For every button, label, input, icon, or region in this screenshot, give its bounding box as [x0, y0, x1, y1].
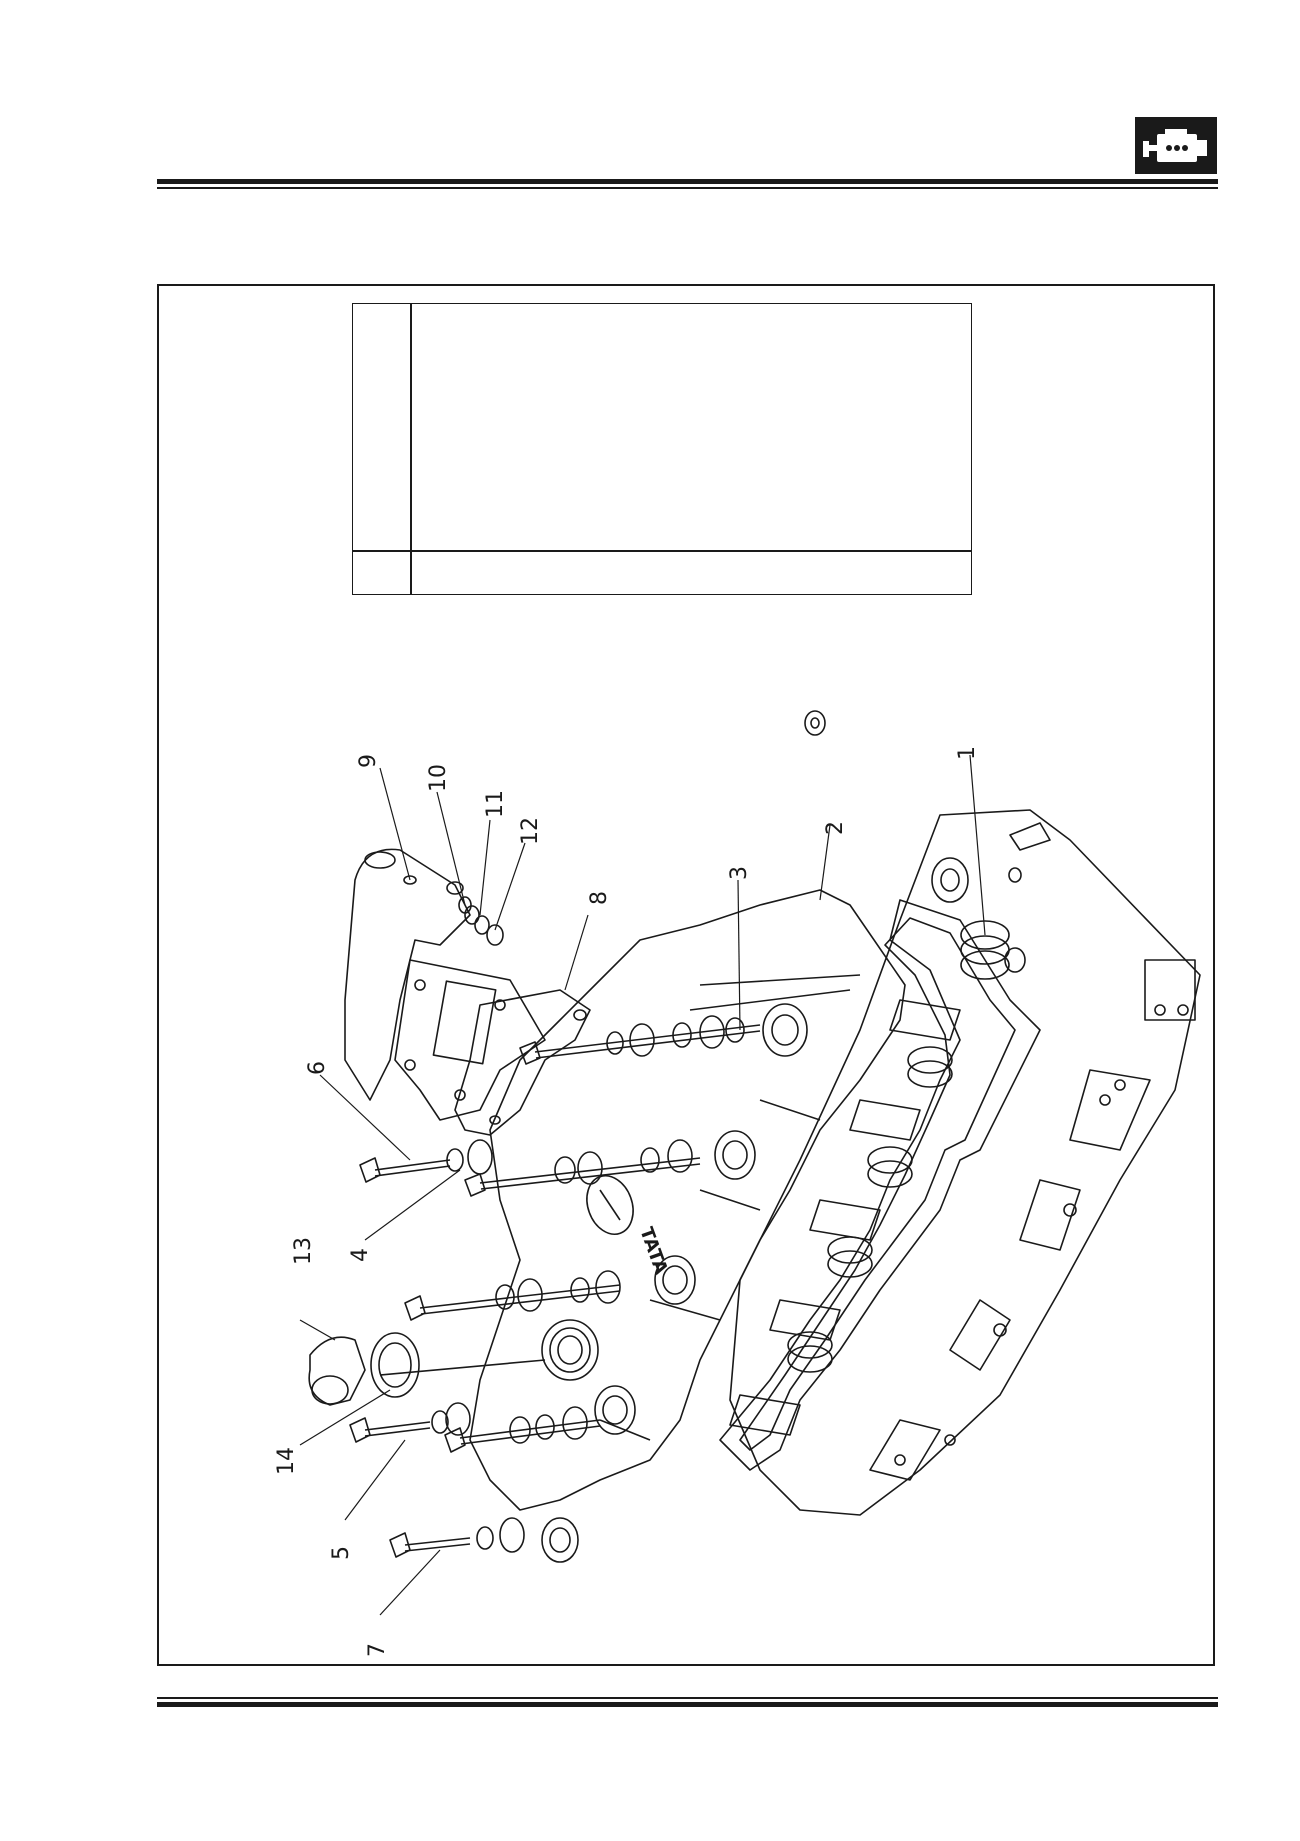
callout-6: 6 — [305, 1061, 330, 1075]
cylinder-head — [729, 809, 1201, 1516]
callout-3: 3 — [727, 866, 752, 880]
callout-numbers: 1 2 3 4 5 6 7 8 9 10 11 12 13 14 TATA — [274, 746, 980, 1657]
callout-7: 7 — [365, 1643, 390, 1657]
callout-2: 2 — [823, 821, 848, 835]
callout-14: 14 — [274, 1447, 299, 1475]
table-row-divider — [353, 550, 971, 552]
table-column-divider — [410, 304, 412, 594]
callout-5: 5 — [329, 1546, 354, 1560]
engine-logo — [1135, 117, 1217, 174]
bolt-row-1 — [519, 1015, 761, 1065]
emblem-text: TATA — [635, 1225, 671, 1278]
callout-4: 4 — [348, 1248, 373, 1262]
oil-filler-cap — [308, 1336, 366, 1406]
note-table — [352, 303, 972, 595]
filler-seal — [370, 1332, 546, 1398]
footer-rule-thin — [157, 1697, 1218, 1699]
exhaust-elbow — [344, 848, 546, 1121]
figure-frame — [157, 284, 1215, 1666]
bolt-row-2 — [359, 1139, 701, 1197]
bolt-row-3 — [404, 1270, 621, 1321]
callout-10: 10 — [426, 764, 451, 792]
leader-lines — [299, 754, 986, 1616]
manifold-body — [469, 889, 906, 1563]
engine-icon — [1143, 129, 1207, 162]
bolt-row-4 — [349, 1402, 601, 1453]
callout-11: 11 — [483, 790, 508, 818]
exhaust-gasket — [454, 989, 591, 1136]
header-rule-thick — [157, 179, 1218, 184]
callout-8: 8 — [587, 891, 612, 905]
elbow-fittings — [458, 896, 504, 946]
callout-13: 13 — [291, 1237, 316, 1265]
callout-1: 1 — [955, 746, 980, 760]
bolt-row-5 — [389, 1517, 525, 1558]
tata-emblem — [586, 1175, 634, 1235]
footer-rule-thick — [157, 1702, 1218, 1707]
loose-washer — [804, 710, 826, 736]
callout-9: 9 — [356, 754, 381, 768]
callout-12: 12 — [518, 817, 543, 845]
valve-train — [729, 920, 1010, 1436]
header-rule-thin — [157, 187, 1218, 189]
